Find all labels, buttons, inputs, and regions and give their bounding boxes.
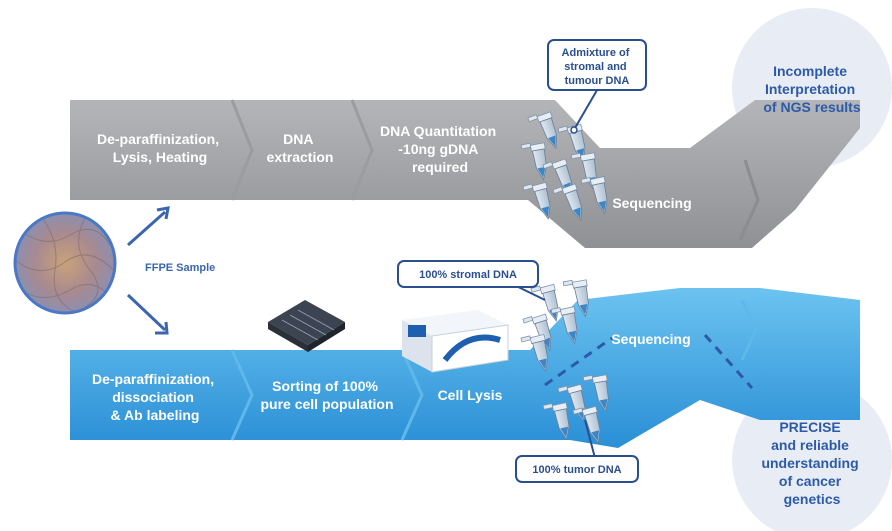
bottom-tube-4 (550, 306, 578, 345)
top-chevron-3 (738, 159, 760, 241)
stromal-callout-box (397, 260, 539, 288)
admixture-callout-text: Admixture of stromal and tumour DNA (562, 47, 633, 87)
bottom-chevron-1 (230, 349, 254, 441)
bottom-dashed-divider-2 (703, 334, 754, 389)
arrow-to-top-pipeline (127, 206, 170, 247)
top-tube-7 (552, 183, 582, 222)
bottom-tubes-group (520, 279, 609, 444)
bottom-step-2-label: Sorting of 100% pure cell population (260, 378, 393, 412)
top-callout-dot (570, 126, 578, 134)
bottom-dashed-divider-1 (544, 336, 613, 387)
cell-sorting-chip (268, 300, 345, 352)
tumor-callout-box (515, 455, 639, 483)
top-step-1-label: De-paraffinization, Lysis, Heating (97, 131, 223, 165)
admixture-callout-box (547, 39, 647, 91)
stromal-callout-text: 100% stromal DNA (419, 269, 517, 281)
tumor-callout-text: 100% tumor DNA (532, 464, 621, 476)
top-pipeline-band (70, 100, 860, 248)
bottom-sequencing-label: Sequencing (611, 331, 690, 347)
top-tube-6 (522, 181, 551, 220)
top-step-3-label: DNA Quantitation -10ng gDNA required (380, 123, 500, 175)
bottom-tube-5 (520, 333, 549, 373)
bottom-chevron-2 (400, 349, 424, 441)
top-sequencing-label: Sequencing (612, 195, 691, 211)
arrow-to-bottom-pipeline (126, 293, 169, 335)
bottom-pipeline-band (70, 288, 860, 448)
bottom-step-1-label: De-paraffinization, dissociation & Ab la… (92, 371, 218, 423)
top-outcome-text: Incomplete Interpretation of NGS results (763, 63, 860, 115)
top-tube-1 (527, 111, 557, 150)
top-tubes-group (520, 111, 608, 222)
bottom-chevron-3 (740, 299, 758, 361)
top-tube-3 (520, 142, 547, 181)
top-chevron-2 (350, 99, 374, 201)
bottom-tube-8 (542, 402, 570, 441)
ffpe-sample-label: FFPE Sample (145, 262, 215, 274)
cell-lysis-kit-box (402, 310, 509, 373)
top-callout-leader (574, 84, 601, 129)
top-step-2-label: DNA extraction (267, 131, 334, 165)
bottom-step-3-label: Cell Lysis (438, 387, 503, 403)
bottom-tube-9 (572, 405, 601, 444)
ffpe-sample-image (13, 211, 117, 315)
bottom-tube-2 (562, 279, 589, 318)
bottom-outcome-text: PRECISE and reliable understanding of ca… (761, 419, 862, 507)
top-tube-8 (580, 176, 608, 215)
top-chevron-1 (230, 99, 254, 201)
tumor-callout-leader (584, 419, 596, 459)
bottom-tube-7 (582, 374, 609, 413)
